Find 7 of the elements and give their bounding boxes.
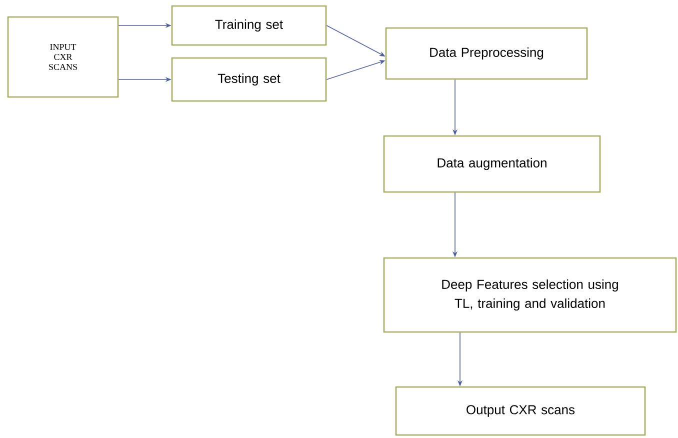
process-box: Training set bbox=[171, 5, 327, 46]
process-box: Data augmentation bbox=[383, 135, 601, 193]
process-box: INPUT CXR SCANS bbox=[7, 16, 119, 98]
process-box: Output CXR scans bbox=[395, 386, 646, 436]
process-box: Data Preprocessing bbox=[385, 27, 588, 80]
process-box: Deep Features selection using TL, training and validation bbox=[383, 257, 677, 333]
process-box: Testing set bbox=[171, 57, 327, 102]
